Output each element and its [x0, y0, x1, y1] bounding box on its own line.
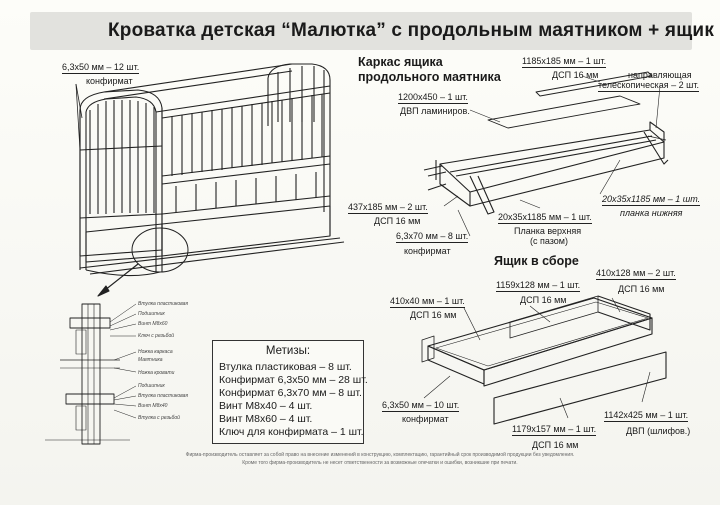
frame-side-qty: 437х185 мм – 2 шт.	[348, 202, 428, 214]
drawer-e-name: ДСП 16 мм	[532, 440, 579, 450]
frame-dsp-top-name: ДСП 16 мм	[552, 70, 599, 80]
drawer-confirmat-name: конфирмат	[402, 414, 449, 424]
detail-label: Винт М8х60	[138, 321, 168, 327]
footer-note-line2: Кроме того фирма-производитель не несет …	[242, 460, 518, 466]
pivot-detail-drawing	[45, 303, 137, 445]
drawer-heading: Ящик в сборе	[494, 254, 579, 268]
drawer-b-name: ДСП 16 мм	[520, 295, 567, 305]
detail-label: Втулка пластиковая	[138, 393, 189, 399]
hardware-row: Ключ для конфирмата – 1 шт.	[219, 426, 364, 438]
frame-dsp-top-qty: 1185х185 мм – 1 шт.	[522, 56, 607, 68]
hardware-row: Винт М8х40 – 4 шт.	[219, 400, 313, 412]
detail-label: Ножка каркаса	[138, 349, 173, 355]
hardware-list-box: Метизы: Втулка пластиковая – 8 шт. Конфи…	[212, 340, 368, 444]
hardware-row: Конфирмат 6,3х70 мм – 8 шт.	[219, 387, 362, 399]
drawer-b-qty: 1159х128 мм – 1 шт.	[496, 280, 581, 292]
detail-label: Подшипник	[138, 311, 165, 317]
crib-drawing	[79, 63, 345, 297]
drawer-drawing	[421, 295, 667, 425]
crib-confirmat-name: конфирмат	[86, 76, 133, 86]
drawer-c-name: ДСП 16 мм	[410, 310, 457, 320]
frame-plank-top-qty: 20х35х1185 мм – 1 шт.	[498, 212, 592, 224]
frame-heading-line2: продольного маятника	[358, 70, 501, 84]
detail-label: Подшипник	[138, 383, 165, 389]
frame-plank-low-qty: 20х35х1185 мм – 1 шт.	[602, 194, 701, 206]
drawer-confirmat-qty: 6,3х50 мм – 10 шт.	[382, 400, 460, 412]
pendulum-frame-drawing	[423, 71, 669, 237]
frame-plank-low-name: планка нижняя	[620, 208, 683, 218]
page-title: Кроватка детская “Малютка” с продольным …	[108, 20, 715, 41]
drawer-a-qty: 410х128 мм – 2 шт.	[596, 268, 676, 280]
detail-label: Втулка пластиковая	[138, 301, 189, 307]
detail-label: Маятника	[138, 357, 163, 363]
hardware-row: Втулка пластиковая – 8 шт.	[219, 361, 352, 373]
frame-plank-top-line1: Планка верхняя	[514, 226, 582, 236]
detail-label: Винт М8х40	[138, 403, 168, 409]
hardware-row: Винт М8х60 – 4 шт.	[219, 413, 313, 425]
detail-label: Ключ с резьбой	[138, 333, 175, 339]
footer-note-line1: Фирма-производитель оставляет за собой п…	[185, 452, 575, 458]
frame-heading-line1: Каркас ящика	[358, 55, 443, 69]
detail-label: Втулка с резьбой	[138, 415, 180, 421]
drawer-d-qty: 1142х425 мм – 1 шт.	[604, 410, 689, 422]
frame-dvp-name: ДВП ламиниров.	[400, 106, 470, 116]
drawer-a-name: ДСП 16 мм	[618, 284, 665, 294]
drawer-e-qty: 1179х157 мм – 1 шт.	[512, 424, 597, 436]
frame-guide-line1: направляющая	[628, 70, 692, 80]
frame-side-name: ДСП 16 мм	[374, 216, 421, 226]
detail-label: Ножка кровати	[138, 370, 175, 376]
title-bar	[30, 12, 692, 50]
hardware-row: Конфирмат 6,3х50 мм – 28 шт.	[219, 374, 368, 386]
frame-guide-line2: телескопическая – 2 шт.	[598, 80, 699, 92]
hardware-title: Метизы:	[265, 345, 311, 357]
frame-confirmat-name: конфирмат	[404, 246, 451, 256]
crib-confirmat-qty: 6,3х50 мм – 12 шт.	[62, 62, 140, 74]
frame-dvp-qty: 1200х450 – 1 шт.	[398, 92, 468, 104]
frame-plank-top-line2: (с пазом)	[530, 236, 568, 246]
drawer-c-qty: 410х40 мм – 1 шт.	[390, 296, 465, 308]
drawer-d-name: ДВП (шлифов.)	[626, 426, 691, 436]
frame-confirmat-qty: 6,3х70 мм – 8 шт.	[396, 231, 469, 243]
